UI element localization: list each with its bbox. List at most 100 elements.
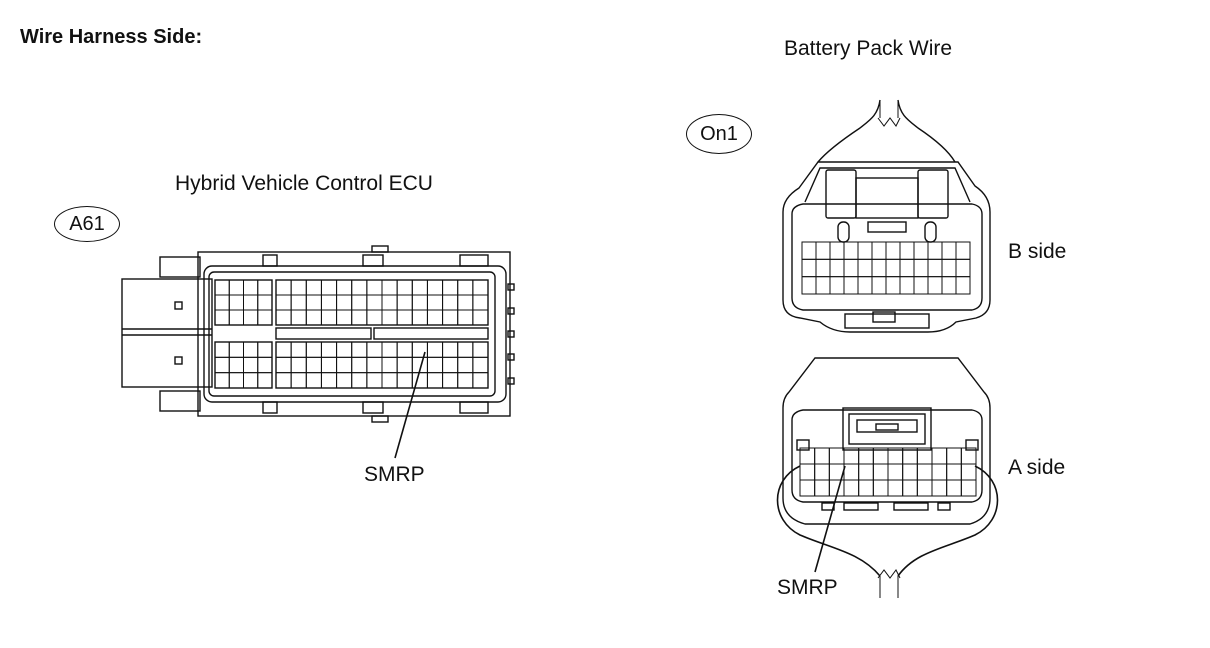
b-side-pin-cell	[955, 276, 971, 295]
a-side-pin-cell	[902, 479, 918, 497]
b-side-pin-cell	[899, 258, 915, 278]
ecu-pin-cell	[457, 356, 474, 374]
ecu-pin-cell	[426, 309, 444, 326]
a-side-pin-cell	[931, 463, 948, 481]
b-side-pin-cell	[955, 258, 971, 278]
ecu-pin-cell	[290, 356, 307, 374]
ecu-pin-cell	[243, 279, 259, 296]
ecu-pin-cell	[243, 356, 259, 374]
b-side-pin-cell	[927, 241, 943, 260]
ecu-pin-cell	[366, 372, 383, 389]
ecu-pin-cell	[472, 341, 489, 358]
ecu-pin-cell	[290, 294, 307, 311]
ecu-pin-cell	[257, 309, 273, 326]
ecu-pin-cell	[320, 279, 338, 296]
ecu-pin-cell	[457, 294, 474, 311]
ecu-pin-cell	[257, 294, 273, 311]
a-side-pin-cell	[814, 447, 830, 465]
b-side-pin-cell	[927, 258, 943, 278]
ecu-face	[203, 265, 507, 403]
ecu-pin-cell	[275, 294, 292, 311]
ecu-pin-cell	[214, 356, 230, 374]
ecu-pin-cell	[214, 341, 230, 358]
ecu-pin-cell	[305, 309, 322, 326]
ecu-pin-cell	[336, 341, 353, 358]
ecu-pin-cell	[396, 309, 413, 326]
page-heading: Wire Harness Side:	[20, 26, 203, 48]
b-side-connector	[782, 161, 991, 333]
a-wire-left	[776, 465, 881, 577]
ecu-pin-cell	[275, 341, 292, 358]
ecu-pin-cell	[228, 279, 244, 296]
ecu-pin-cell	[257, 372, 273, 389]
b-side-pin-cell	[927, 276, 943, 295]
b-wire-right	[897, 99, 956, 163]
ecu-title: Hybrid Vehicle Control ECU	[175, 172, 433, 195]
ecu-pin-cell	[305, 341, 322, 358]
ecu-pin-cell	[396, 279, 413, 296]
ecu-pin-cell	[442, 372, 459, 389]
b-side-pin-cell	[815, 276, 831, 295]
ecu-pin-cell	[336, 294, 353, 311]
ecu-pin-cell	[228, 356, 244, 374]
a-side-pin-cell	[799, 479, 816, 497]
b-side-pin-cell	[801, 241, 817, 260]
ecu-pin-cell	[275, 356, 292, 374]
ecu-pin-cell	[320, 372, 338, 389]
ecu-pin-cell	[411, 309, 428, 326]
b-side-pin-cell	[843, 276, 859, 295]
ecu-pin-cell	[426, 356, 444, 374]
ecu-smrp-leader	[394, 351, 426, 459]
b-side-pin-cell	[829, 276, 845, 295]
b-side-pin-cell	[857, 241, 873, 260]
ecu-pin-cell	[336, 279, 353, 296]
ecu-pin-cell	[336, 372, 353, 389]
ecu-pin-cell	[275, 372, 292, 389]
b-side-label: B side	[1008, 240, 1067, 263]
a-side-pin-cell	[946, 447, 962, 465]
b-side-pin-cell	[801, 276, 817, 295]
ecu-pin-cell	[257, 279, 273, 296]
a-side-pin-cell	[931, 479, 948, 497]
ecu-pin-cell	[442, 356, 459, 374]
b-side-pin-cell	[857, 258, 873, 278]
ecu-pin-cell	[366, 279, 383, 296]
ecu-connector-a61	[121, 245, 515, 459]
ecu-upper-pin-block	[214, 279, 489, 326]
a-side-pin-cell	[843, 463, 860, 481]
ecu-pin-cell	[381, 279, 398, 296]
battery-connector-code-badge: On1	[686, 114, 752, 154]
a-wire-right	[897, 465, 999, 577]
ecu-pin-cell	[396, 294, 413, 311]
b-side-pin-cell	[941, 241, 957, 260]
ecu-pin-cell	[411, 341, 428, 358]
b-side-pin-cell	[913, 276, 929, 295]
b-side-pin-cell	[941, 258, 957, 278]
ecu-pin-cell	[366, 341, 383, 358]
ecu-pin-cell	[472, 279, 489, 296]
ecu-pin-cell	[305, 356, 322, 374]
ecu-latch-square-top	[174, 301, 183, 310]
ecu-pin-cell	[243, 372, 259, 389]
a-side-pin-cell	[814, 463, 830, 481]
ecu-pin-cell	[290, 309, 307, 326]
b-side-pin-cell	[871, 276, 887, 295]
ecu-pin-cell	[396, 372, 413, 389]
ecu-pin-cell	[275, 309, 292, 326]
a-side-pin-cell	[843, 479, 860, 497]
ecu-pin-cell	[305, 279, 322, 296]
b-side-pin-cell	[815, 258, 831, 278]
ecu-pin-cell	[366, 356, 383, 374]
ecu-pin-cell	[228, 372, 244, 389]
ecu-pin-cell	[457, 309, 474, 326]
b-side-pin-cell	[899, 276, 915, 295]
a-side-pin-cell	[887, 463, 904, 481]
a-side-pin-cell	[902, 463, 918, 481]
a-side-pin-cell	[814, 479, 830, 497]
ecu-pin-cell	[228, 341, 244, 358]
ecu-pin-cell	[257, 356, 273, 374]
b-side-pin-cell	[885, 276, 901, 295]
ecu-pin-cell	[442, 309, 459, 326]
ecu-pin-cell	[411, 279, 428, 296]
a-side-pin-cell	[916, 463, 933, 481]
